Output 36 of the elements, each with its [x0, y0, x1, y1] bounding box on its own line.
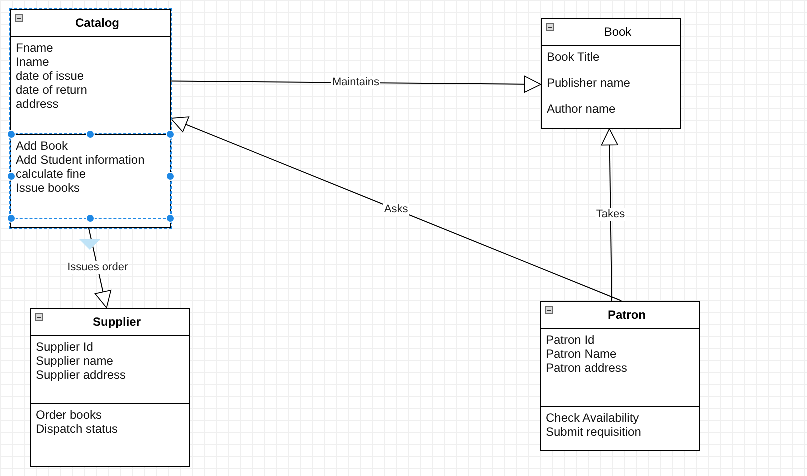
class-box	[30, 308, 190, 467]
class-name: Supplier	[92, 315, 142, 329]
member-text: Author name	[547, 102, 617, 116]
member-text: Supplier address	[36, 368, 126, 382]
member-text: Order books	[36, 408, 104, 422]
class-box	[10, 9, 171, 228]
member-text: Patron Id	[546, 333, 596, 347]
edge-label: Maintains	[331, 76, 381, 90]
class-box	[540, 301, 700, 451]
member-text: Submit requisition	[546, 425, 642, 439]
member-text: address	[16, 97, 60, 111]
member-text: Issue books	[16, 181, 82, 195]
member-text: Dispatch status	[36, 422, 118, 436]
member-text: Publisher name	[547, 76, 630, 90]
member-text: Patron address	[546, 361, 628, 375]
class-name: Patron	[606, 308, 647, 322]
edge-label: Issues order	[66, 262, 130, 274]
member-text: date of issue	[16, 69, 86, 83]
member-text: Patron Name	[546, 347, 618, 361]
member-text: Add Book	[16, 139, 70, 153]
member-text: Iname	[16, 55, 50, 69]
member-text: Fname	[16, 41, 54, 55]
class-name: Book	[603, 25, 633, 39]
member-text: calculate fine	[16, 167, 88, 181]
member-text: Supplier Id	[36, 340, 94, 354]
edge-label: Takes	[595, 208, 626, 222]
edge-label: Asks	[383, 203, 410, 216]
arrow	[170, 116, 622, 302]
member-text: date of return	[16, 83, 88, 97]
member-text: Check Availability	[546, 411, 640, 425]
class-name: Catalog	[74, 16, 120, 30]
member-text: Supplier name	[36, 354, 114, 368]
member-text: Add Student information	[16, 153, 145, 167]
arrow	[601, 128, 618, 302]
class-box	[541, 18, 681, 129]
member-text: Book Title	[547, 50, 601, 64]
